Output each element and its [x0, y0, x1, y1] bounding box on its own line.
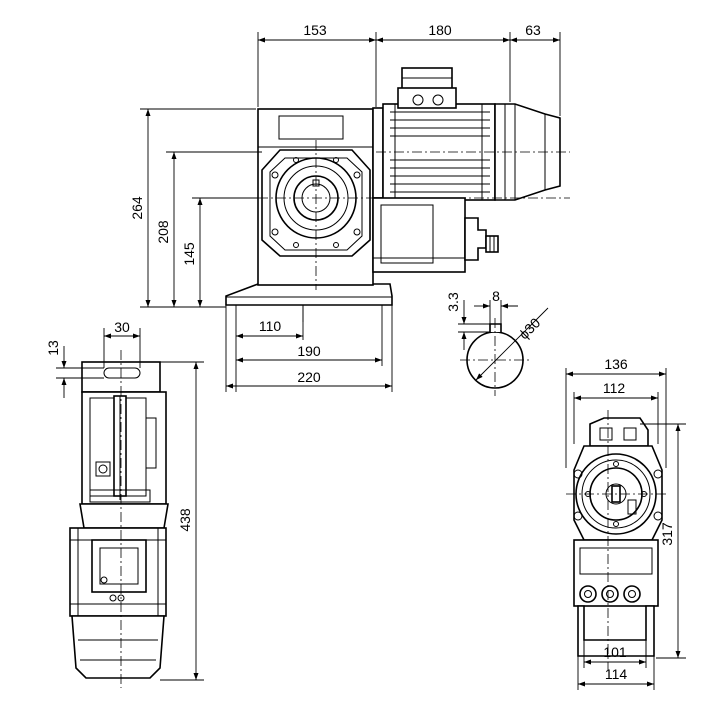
dim-190: 190: [297, 343, 321, 359]
dim-136: 136: [604, 356, 628, 372]
dim-153: 153: [303, 22, 327, 38]
front-dimensions: 153 180 63 264 208 145 110 190 220: [129, 22, 561, 392]
dim-220: 220: [297, 369, 321, 385]
top-dimensions: 30 13 438: [45, 319, 204, 681]
dim-145: 145: [181, 242, 197, 266]
dim-shaft-diameter: ϕ30: [516, 314, 544, 342]
side-view: [566, 410, 668, 670]
side-dimensions: 136 112 317 101 114: [565, 356, 686, 690]
dim-208: 208: [155, 220, 171, 244]
top-view: [69, 350, 169, 688]
dim-317: 317: [659, 522, 675, 546]
dim-key-3-3: 3.3: [445, 292, 461, 312]
dim-114: 114: [605, 666, 628, 682]
dim-key-8: 8: [492, 288, 500, 304]
dim-112: 112: [603, 380, 626, 396]
shaft-detail: ϕ30 8 3.3: [445, 288, 549, 396]
dim-13: 13: [45, 340, 61, 356]
front-view: [225, 67, 570, 322]
dim-63: 63: [525, 22, 541, 38]
dim-264: 264: [129, 196, 145, 220]
dim-110: 110: [259, 318, 282, 334]
dim-438: 438: [177, 508, 193, 532]
dim-180: 180: [428, 22, 452, 38]
dim-30: 30: [114, 319, 130, 335]
dim-101: 101: [603, 644, 627, 660]
